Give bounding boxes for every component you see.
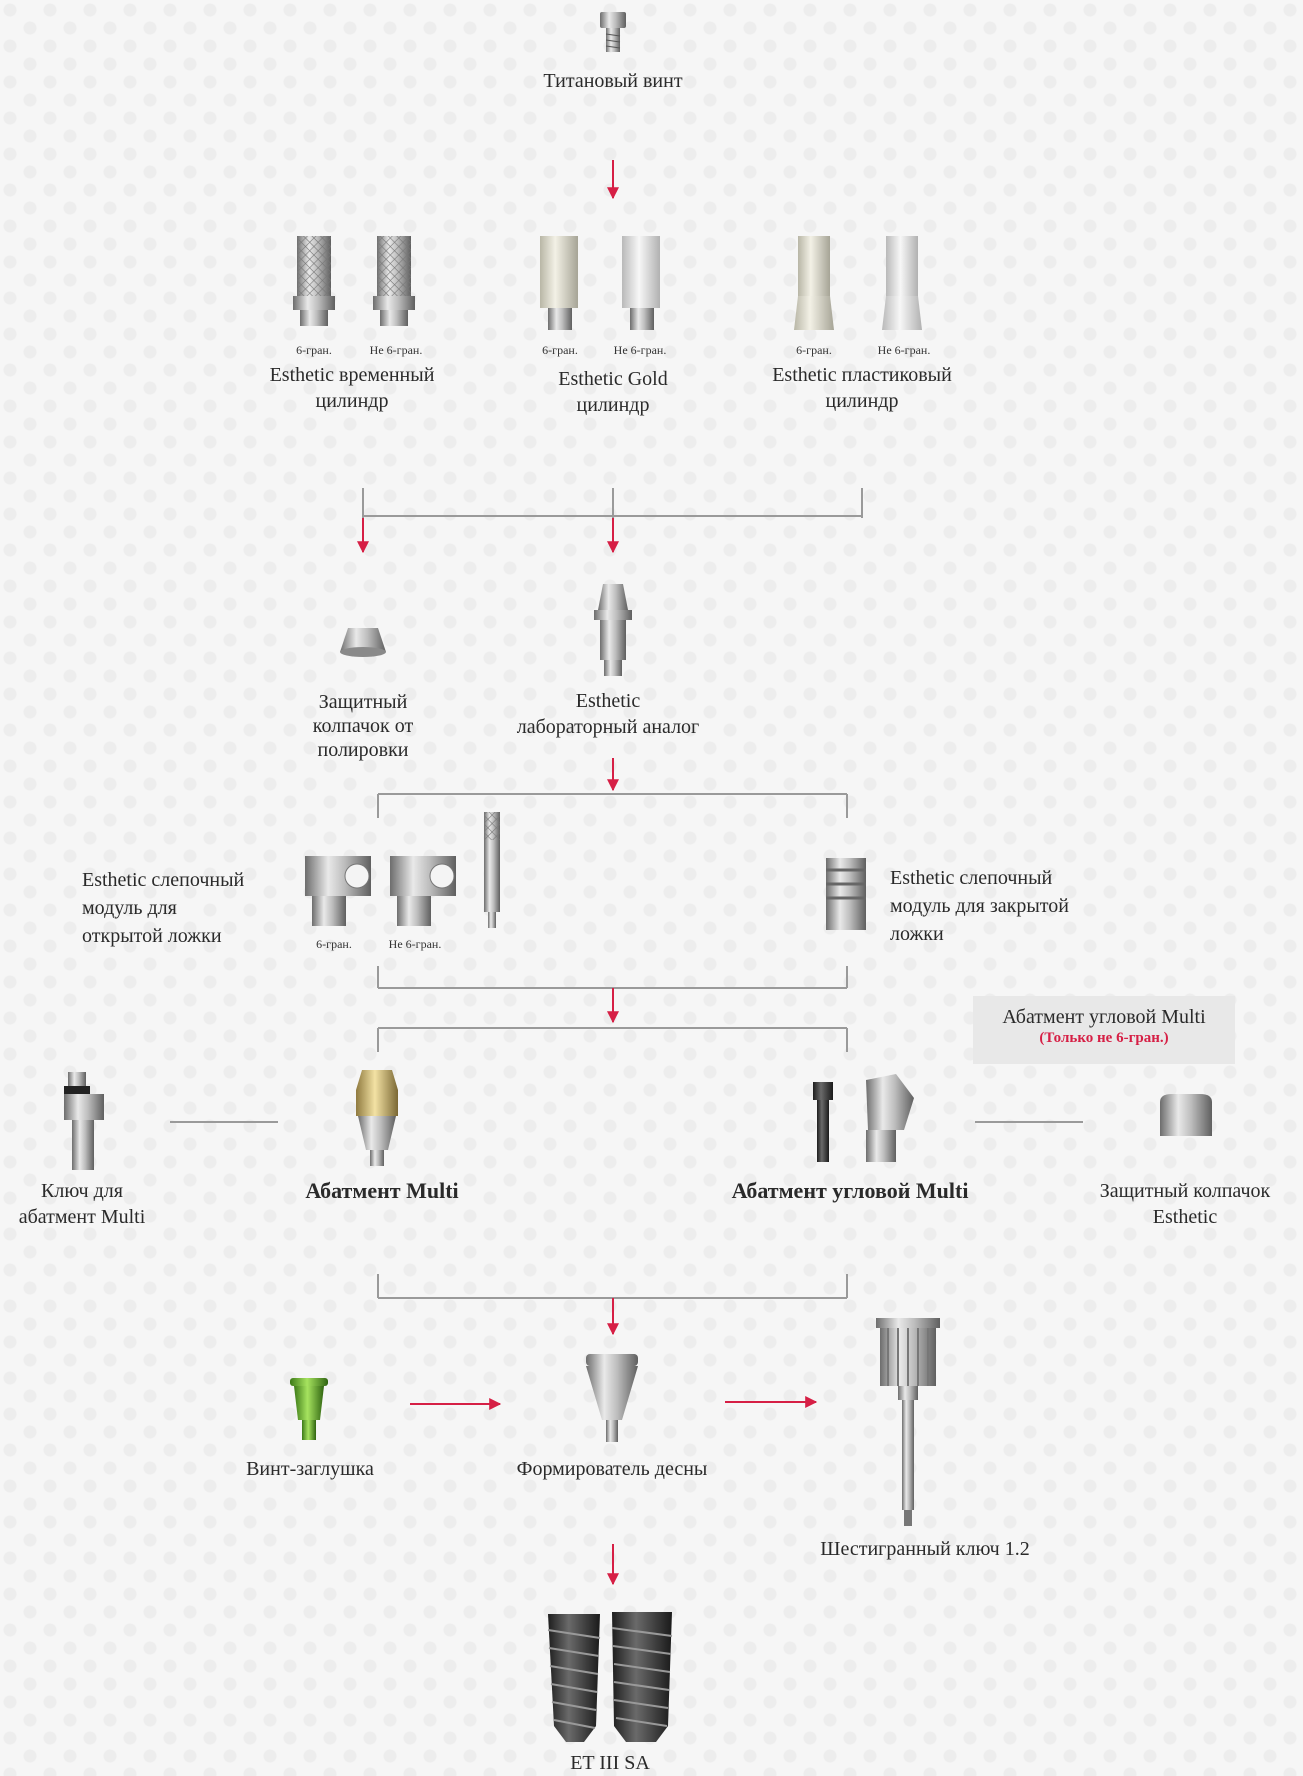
temp-cylinder-hex-image (293, 236, 335, 326)
angled-abutment-label: Абатмент угловой Multi (731, 1178, 969, 1203)
closed-tray-label: Esthetic слепочный модуль для закрытой л… (890, 864, 1130, 948)
angled-multi-note-sub: (Только не 6-гран.) (1039, 1030, 1169, 1046)
plastic-cylinder-hex-label: 6-гран. (796, 343, 832, 357)
temp-cylinder-title: Esthetic временный цилиндр (236, 362, 468, 414)
polish-cap-line1: Защитный (318, 691, 408, 713)
lab-analog-line2: лабораторный аналог (516, 716, 700, 738)
temp-cylinder-hex-label: 6-гран. (296, 343, 332, 357)
implant-label: ET III SA (570, 1752, 650, 1774)
plastic-cylinder-nonhex-label: Не 6-гран. (877, 343, 931, 357)
titanium-screw-image (600, 12, 626, 52)
open-tray-nonhex-image (390, 856, 456, 926)
gold-cylinder-title-line2: цилиндр (576, 394, 650, 416)
temp-cylinder-nonhex-label: Не 6-гран. (369, 343, 423, 357)
hex-driver-label: Шестигранный ключ 1.2 (820, 1538, 1030, 1560)
multi-key-image (64, 1072, 104, 1170)
closed-tray-line3: ложки (890, 923, 944, 945)
closed-tray-line2: модуль для закрытой (890, 895, 1069, 917)
healing-abutment-label: Формирователь десны (516, 1458, 708, 1480)
open-tray-line3: открытой ложки (82, 925, 222, 947)
open-tray-hex-label: 6-гран. (316, 937, 352, 951)
lab-analog-image (594, 584, 632, 676)
esthetic-cap-image (1160, 1094, 1212, 1136)
gold-cylinder-title: Esthetic Gold цилиндр (503, 366, 723, 418)
multi-key-line2: абатмент Multi (18, 1206, 146, 1228)
lab-analog-label: Esthetic лабораторный аналог (488, 688, 728, 740)
implant-right-image (611, 1612, 673, 1742)
implant-left-image (547, 1614, 601, 1742)
closed-tray-image (826, 858, 866, 930)
open-tray-hex-image (305, 856, 371, 926)
open-tray-line1: Esthetic слепочный (82, 869, 245, 891)
multi-key-label: Ключ для абатмент Multi (0, 1178, 164, 1230)
lab-analog-line1: Esthetic (575, 690, 641, 712)
healing-abutment-image (586, 1354, 638, 1442)
esthetic-cap-label: Защитный колпачок Esthetic (1080, 1178, 1290, 1230)
temp-cylinder-nonhex-image (373, 236, 415, 326)
polish-cap-line2: колпачок от (312, 715, 414, 737)
multi-key-line1: Ключ для (41, 1180, 123, 1202)
angled-multi-note-title: Абатмент угловой Multi (1002, 1006, 1206, 1028)
plastic-cylinder-hex-image (794, 236, 834, 330)
esthetic-cap-line1: Защитный колпачок (1099, 1180, 1271, 1202)
temp-cylinder-title-line1: Esthetic временный (269, 364, 435, 386)
titanium-screw-label: Титановый винт (543, 70, 683, 92)
multi-abutment-image (356, 1070, 398, 1166)
angled-abutment-screw-image (813, 1082, 833, 1162)
open-tray-nonhex-label: Не 6-гран. (388, 937, 442, 951)
plastic-cylinder-title-line2: цилиндр (825, 390, 899, 412)
cover-screw-label: Винт-заглушка (246, 1458, 374, 1480)
gold-cylinder-hex-label: 6-гран. (542, 343, 578, 357)
open-tray-screw-image (484, 812, 500, 928)
plastic-cylinder-title: Esthetic пластиковый цилиндр (740, 362, 984, 414)
gold-cylinder-nonhex-image (622, 236, 660, 330)
angled-multi-note: Абатмент угловой Multi (Только не 6-гран… (973, 996, 1235, 1064)
polish-cap-image (340, 628, 386, 657)
closed-tray-line1: Esthetic слепочный (890, 867, 1053, 889)
plastic-cylinder-nonhex-image (882, 236, 922, 330)
polish-cap-label: Защитный колпачок от полировки (283, 690, 443, 762)
open-tray-label: Esthetic слепочный модуль для открытой л… (82, 866, 282, 950)
gold-cylinder-title-line1: Esthetic Gold (558, 368, 668, 390)
hex-driver-image (876, 1318, 940, 1526)
multi-abutment-label: Абатмент Multi (305, 1178, 459, 1203)
angled-abutment-image (866, 1074, 914, 1162)
temp-cylinder-title-line2: цилиндр (315, 390, 389, 412)
esthetic-cap-line2: Esthetic (1152, 1206, 1218, 1228)
cover-screw-image (290, 1378, 328, 1440)
open-tray-line2: модуль для (82, 897, 177, 919)
polish-cap-line3: полировки (317, 739, 409, 761)
gold-cylinder-hex-image (540, 236, 578, 330)
gold-cylinder-nonhex-label: Не 6-гран. (613, 343, 667, 357)
plastic-cylinder-title-line1: Esthetic пластиковый (772, 364, 952, 386)
